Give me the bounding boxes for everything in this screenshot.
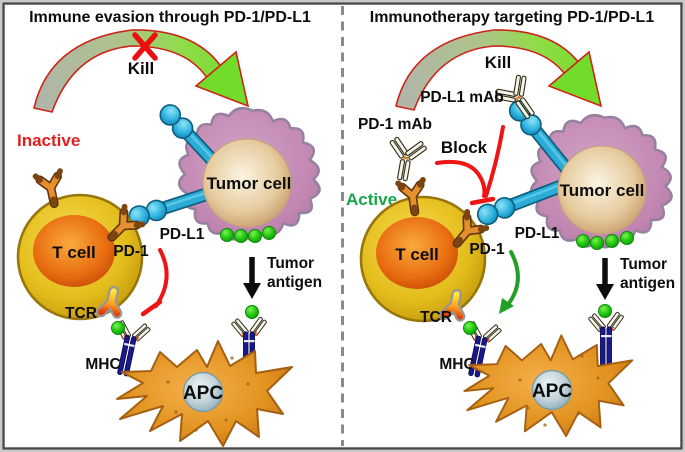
- blocked-x-icon: [132, 32, 158, 61]
- tumor-antigen-arrow: [596, 258, 614, 300]
- apc-cell: [116, 340, 293, 447]
- tumor-nucleus: [202, 138, 292, 228]
- active-label: Active: [346, 190, 397, 209]
- left-panel-title: Immune evasion through PD-1/PD-L1: [29, 9, 311, 26]
- left-t-cell-label: T cell: [52, 243, 95, 262]
- pd1-mab-label: PD-1 mAb: [358, 116, 432, 133]
- right-pd1-label: PD-1: [469, 241, 505, 258]
- left-mhc-label: MHC: [85, 356, 120, 373]
- apc-cell: [463, 334, 634, 438]
- right-mhc-label: MHC: [439, 356, 474, 373]
- right-panel: Immunotherapy targeting PD-1/PD-L1 Kill …: [346, 9, 675, 438]
- left-kill-label: Kill: [128, 59, 154, 78]
- kill-arrow: [395, 29, 603, 111]
- kill-arrow-blocked: [33, 29, 250, 113]
- right-tumor-cell-label: Tumor cell: [560, 181, 645, 200]
- inhibition-line: [140, 248, 169, 317]
- tumor-antigen-dots: [463, 231, 634, 335]
- block-inhibition-lines: [435, 125, 505, 206]
- activation-arrow-icon: [499, 250, 520, 314]
- right-pdl1-label: PD-L1: [515, 225, 560, 242]
- inactive-label: Inactive: [17, 131, 80, 150]
- right-t-cell-label: T cell: [395, 245, 438, 264]
- left-tumor-antigen-label-2: antigen: [267, 274, 322, 291]
- right-kill-label: Kill: [485, 53, 511, 72]
- left-panel: Immune evasion through PD-1/PD-L1 Kill I…: [16, 9, 322, 447]
- right-tumor-antigen-label-2: antigen: [620, 275, 675, 292]
- left-tcr-label: TCR: [65, 305, 97, 322]
- tumor-antigen-arrow: [243, 257, 261, 299]
- block-label: Block: [441, 138, 488, 157]
- right-tumor-antigen-label-1: Tumor: [620, 256, 667, 273]
- tumor-nucleus: [557, 145, 647, 235]
- right-tcr-label: TCR: [420, 309, 452, 326]
- tumor-antigen-dots: [111, 226, 276, 335]
- apc-nucleus: [531, 369, 573, 411]
- left-tumor-antigen-label-1: Tumor: [267, 255, 314, 272]
- left-pdl1-label: PD-L1: [160, 226, 205, 243]
- left-pd1-label: PD-1: [113, 243, 149, 260]
- pdl1-mab-label: PD-L1 mAb: [420, 89, 504, 106]
- apc-nucleus: [182, 371, 224, 413]
- right-panel-title: Immunotherapy targeting PD-1/PD-L1: [370, 9, 655, 26]
- left-apc-label: APC: [183, 383, 223, 404]
- right-apc-label: APC: [532, 381, 572, 402]
- left-tumor-cell-label: Tumor cell: [207, 174, 292, 193]
